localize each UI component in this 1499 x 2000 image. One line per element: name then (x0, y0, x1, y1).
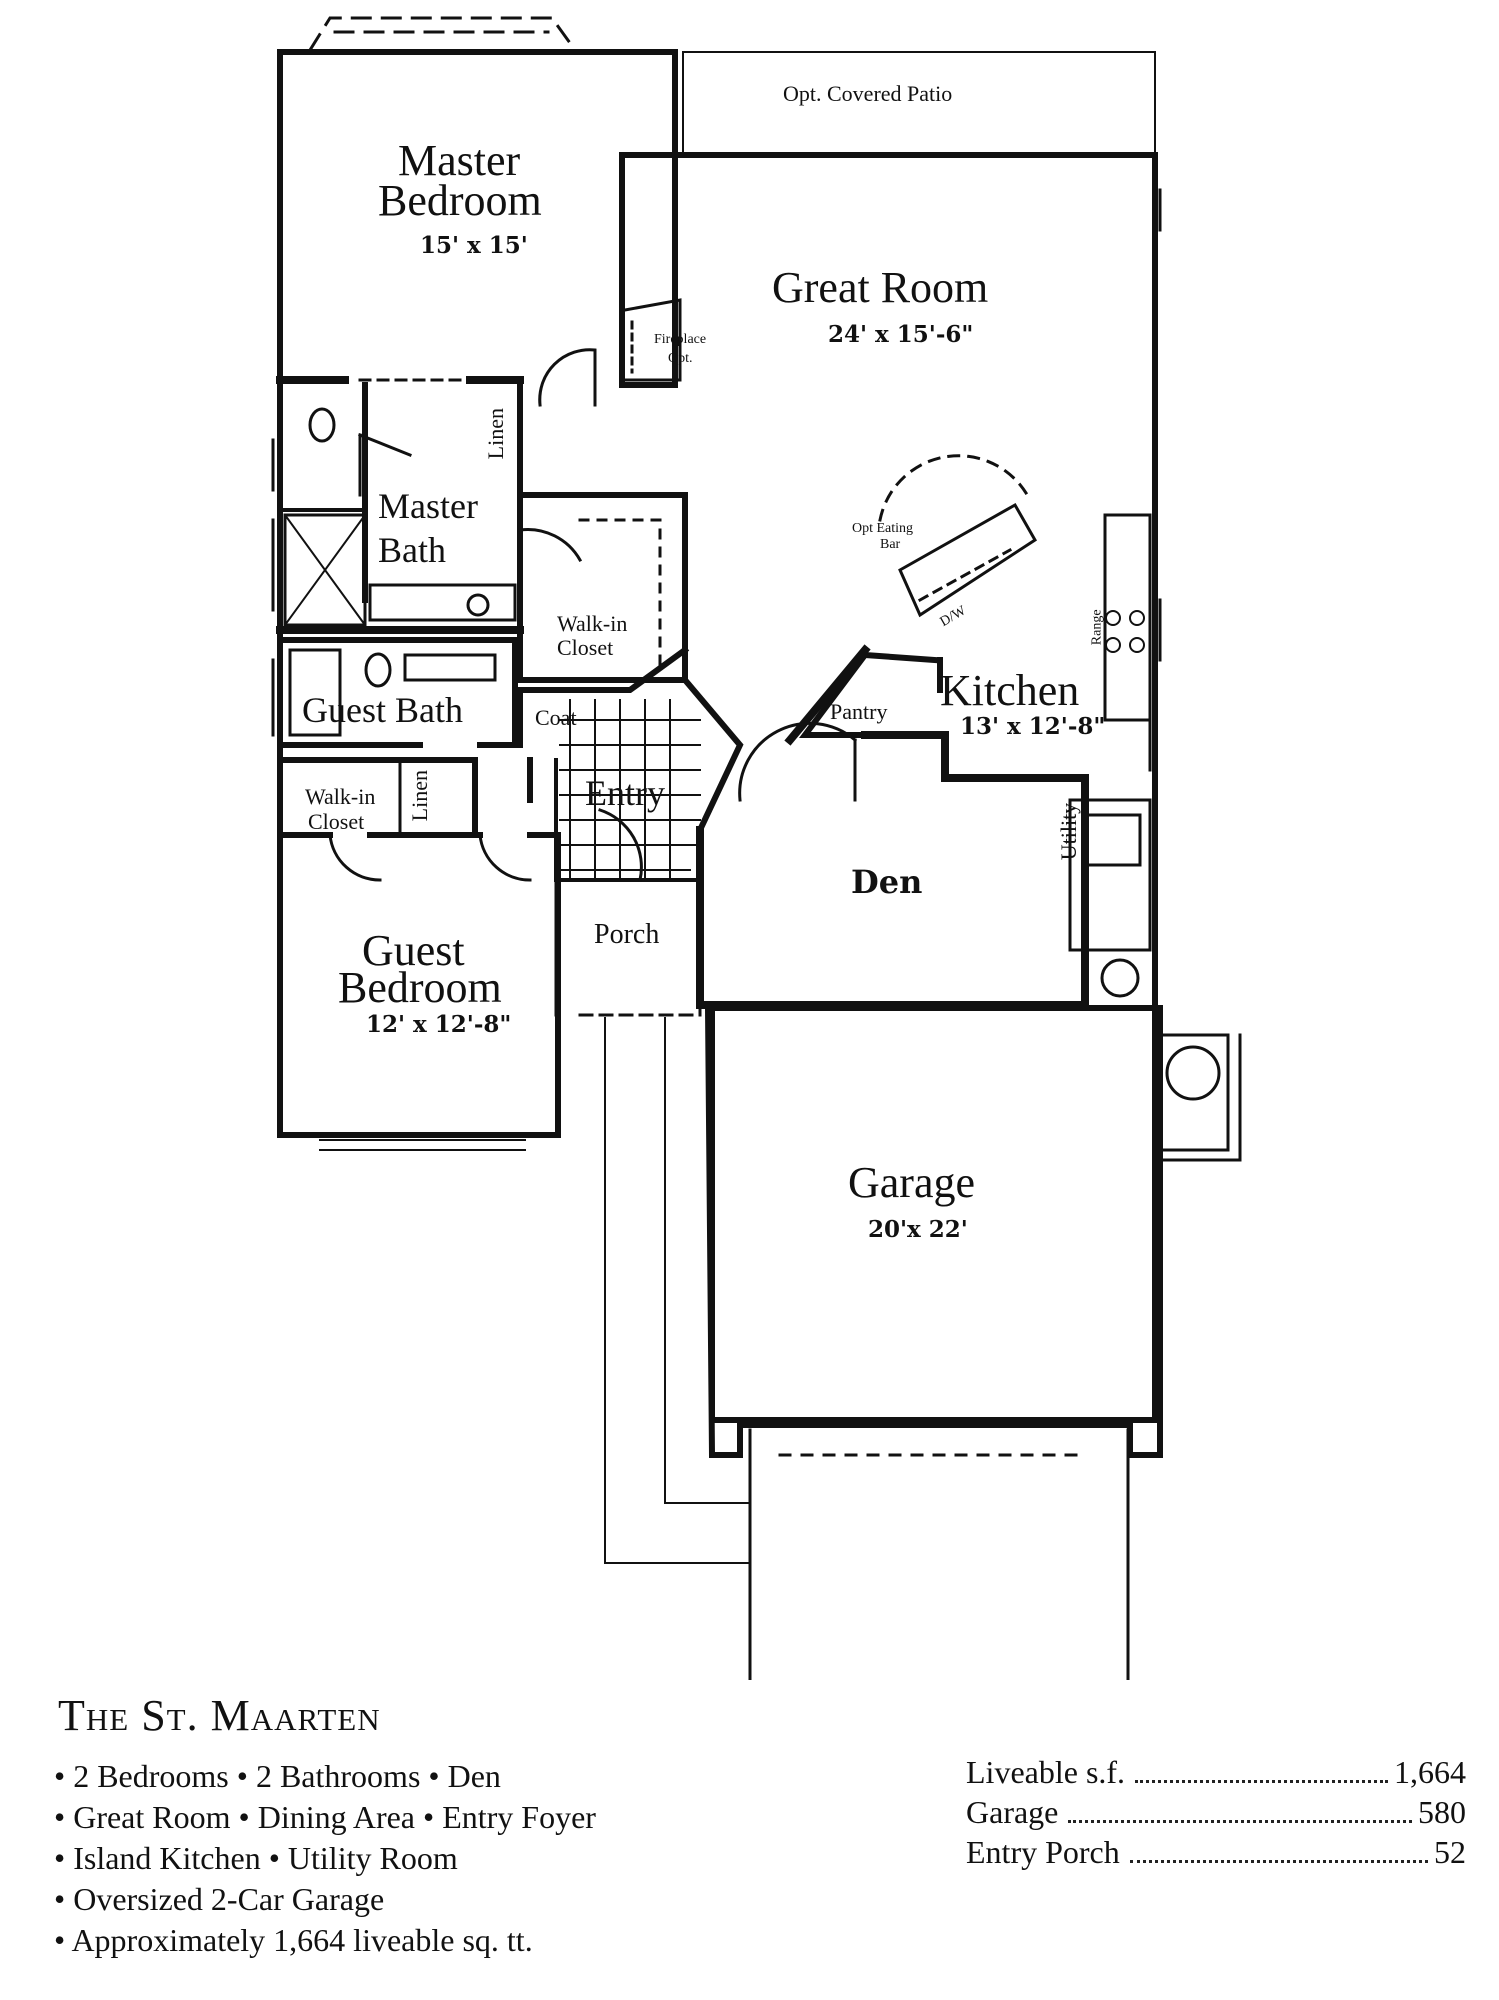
den-label: Den (851, 863, 923, 901)
stat-row-entry-porch: Entry Porch 52 (966, 1832, 1466, 1872)
area-stats: Liveable s.f. 1,664 Garage 580 Entry Por… (966, 1752, 1466, 1872)
entry-label: Entry (585, 773, 665, 813)
walkin-closet-1-label: Walk-in (557, 611, 628, 636)
master-bath-label-2: Bath (378, 530, 446, 570)
garage-wall (704, 1005, 1163, 1458)
kitchen-label: Kitchen (940, 666, 1080, 715)
porch-label: Porch (594, 919, 660, 950)
guest-bedroom-label: Guest (362, 926, 465, 975)
plan-info: The St. Maarten 2 Bedrooms • 2 Bathrooms… (0, 1680, 1499, 2000)
feature-list: 2 Bedrooms • 2 Bathrooms • Den Great Roo… (54, 1756, 596, 1961)
outer-wall-master (277, 49, 561, 1138)
stat-row-garage: Garage 580 (966, 1792, 1466, 1832)
garage-dim: 20'x 22' (868, 1216, 968, 1243)
fireplace-label-2: Opt. (668, 351, 693, 366)
feature-item: Oversized 2-Car Garage (54, 1879, 596, 1920)
range-label: Range (1089, 609, 1105, 646)
feature-item: 2 Bedrooms • 2 Bathrooms • Den (54, 1756, 596, 1797)
walkin-closet-1-label-2: Closet (557, 635, 614, 660)
master-bedroom-dim: 15' x 15' (420, 232, 528, 259)
stat-leader (1135, 1780, 1388, 1783)
walkin-closet-2-label: Walk-in (305, 784, 376, 809)
coat-label: Coat (535, 705, 577, 730)
stat-leader (1068, 1820, 1412, 1823)
feature-item: Approximately 1,664 liveable sq. tt. (54, 1920, 596, 1961)
walkin-closet-2-label-2: Closet (308, 809, 365, 834)
floor-plan-drawing (271, 16, 1242, 1680)
stat-label: Entry Porch (966, 1834, 1120, 1870)
stat-value: 52 (1434, 1834, 1466, 1870)
stat-label: Garage (966, 1794, 1059, 1830)
fireplace-label: Fireplace (654, 332, 707, 347)
guest-bedroom-dim: 12' x 12'-8" (366, 1011, 512, 1038)
patio-label: Opt. Covered Patio (783, 81, 953, 106)
great-room-label: Great Room (772, 263, 989, 312)
feature-item: Great Room • Dining Area • Entry Foyer (54, 1797, 596, 1838)
kitchen-dim: 13' x 12'-8" (960, 713, 1106, 740)
kitchen-island (898, 502, 1038, 618)
stat-leader (1129, 1860, 1428, 1863)
great-room-dim: 24' x 15'-6" (828, 321, 974, 348)
stat-value: 580 (1418, 1794, 1466, 1830)
linen-label-2: Linen (407, 770, 432, 822)
plan-title: The St. Maarten (58, 1691, 381, 1740)
garage-label: Garage (848, 1158, 976, 1207)
master-bedroom-label: Master (398, 136, 521, 185)
master-bedroom-label-2: Bedroom (378, 176, 542, 225)
stat-value: 1,664 (1394, 1754, 1466, 1790)
master-bath-label: Master (378, 486, 478, 526)
stat-row-liveable: Liveable s.f. 1,664 (966, 1752, 1466, 1792)
pantry-label: Pantry (830, 699, 888, 724)
entry-tile-grid (559, 699, 701, 881)
guest-bedroom-label-2: Bedroom (338, 963, 502, 1012)
linen-label-1: Linen (483, 408, 508, 460)
floor-plan: Opt. Covered Patio Master Bedroom 15' x … (271, 16, 1242, 1680)
utility-label: Utility (1056, 802, 1082, 861)
opt-eating-bar-label-2: Bar (880, 537, 901, 552)
opt-eating-bar-label: Opt Eating (852, 521, 914, 536)
bay-window (307, 16, 578, 53)
guest-bath-label: Guest Bath (302, 690, 463, 730)
feature-item: Island Kitchen • Utility Room (54, 1838, 596, 1879)
stat-label: Liveable s.f. (966, 1754, 1126, 1790)
